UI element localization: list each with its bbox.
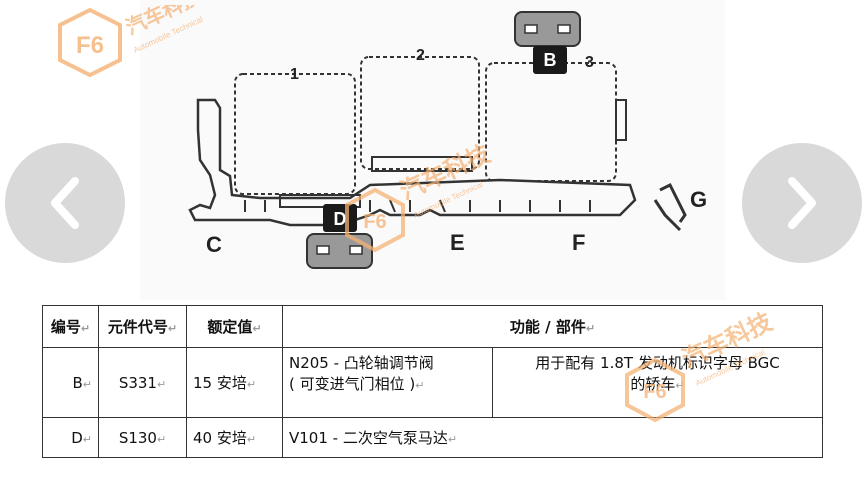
cell-rating: 40 安培↵	[186, 417, 283, 458]
connector-b-label: B	[544, 50, 557, 70]
cell-code: S331↵	[98, 347, 187, 418]
zone-1-box	[234, 73, 356, 195]
part-f-label: F	[572, 230, 585, 255]
fuse-spec-table: 编号↵ 元件代号↵ 额定值↵ 功能 / 部件↵ B↵ S331↵ 15 安培↵ …	[42, 305, 823, 458]
connector-b: B	[514, 11, 581, 74]
cell-id: B↵	[42, 347, 99, 418]
next-image-button[interactable]	[742, 143, 862, 263]
zone-2-label: 2	[416, 47, 425, 64]
zone-2-box	[360, 56, 480, 170]
part-e-label: E	[450, 230, 465, 255]
svg-text:F6: F6	[76, 32, 104, 59]
table-header-row: 编号↵ 元件代号↵ 额定值↵ 功能 / 部件↵	[42, 305, 823, 348]
header-id: 编号↵	[42, 305, 99, 348]
table-row: B↵ S331↵ 15 安培↵ N205 - 凸轮轴调节阀 ( 可变进气门相位 …	[42, 347, 823, 418]
table-row: D↵ S130↵ 40 安培↵ V101 - 二次空气泵马达↵	[42, 417, 823, 458]
header-code: 元件代号↵	[98, 305, 187, 348]
connector-d-label: D	[334, 209, 347, 229]
cell-usage: 用于配有 1.8T 发动机标识字母 BGC 的轿车↵	[492, 347, 823, 418]
cell-code: S130↵	[98, 417, 187, 458]
header-function: 功能 / 部件↵	[282, 305, 823, 348]
chevron-left-icon	[51, 177, 79, 229]
cell-part: N205 - 凸轮轴调节阀 ( 可变进气门相位 )↵	[282, 347, 493, 418]
header-rating: 额定值↵	[186, 305, 283, 348]
cell-part: V101 - 二次空气泵马达↵	[282, 417, 823, 458]
zone-1-label: 1	[290, 66, 299, 83]
zone-3-label: 3	[585, 54, 594, 71]
fuse-location-diagram: 1 2 3 B D C E F G	[140, 0, 725, 300]
chevron-right-icon	[788, 177, 816, 229]
previous-image-button[interactable]	[5, 143, 125, 263]
mounting-bracket	[188, 98, 637, 227]
part-g-label: G	[690, 187, 707, 212]
part-c-label: C	[206, 232, 222, 257]
cell-id: D↵	[42, 417, 99, 458]
cell-rating: 15 安培↵	[186, 347, 283, 418]
